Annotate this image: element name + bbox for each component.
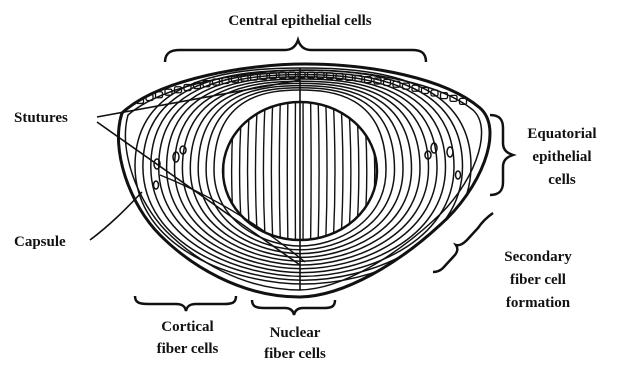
nuclear-fiber-line <box>311 95 312 248</box>
label-stutures: Stutures <box>14 109 68 128</box>
brace-cortical <box>135 296 236 311</box>
brace-nuclear <box>252 300 335 315</box>
label-equatorial-epithelial-cells: Equatorial epithelial cells <box>512 125 612 190</box>
label-nuclear-fiber-cells: Nuclear fiber cells <box>245 324 345 364</box>
nuclear-line-2: fiber cells <box>245 345 345 364</box>
cortical-line-1: Cortical <box>130 318 245 337</box>
equatorial-line-3: cells <box>512 171 612 190</box>
nuclear-fiber-line <box>287 95 288 248</box>
secondary-line-3: formation <box>488 294 588 313</box>
brace-central <box>165 40 426 62</box>
secondary-line-2: fiber cell <box>488 271 588 290</box>
cortical-line-2: fiber cells <box>130 340 245 359</box>
label-capsule: Capsule <box>14 233 66 252</box>
capsule-pointer <box>90 192 142 240</box>
equatorial-line-2: epithelial <box>512 148 612 167</box>
label-central-epithelial-cells: Central epithelial cells <box>180 12 420 31</box>
label-cortical-fiber-cells: Cortical fiber cells <box>130 318 245 359</box>
nuclear-line-1: Nuclear <box>245 324 345 343</box>
secondary-line-1: Secondary <box>488 248 588 267</box>
brace-equatorial <box>490 115 513 195</box>
equatorial-line-1: Equatorial <box>512 125 612 144</box>
label-secondary-fiber-cell-formation: Secondary fiber cell formation <box>488 248 588 313</box>
